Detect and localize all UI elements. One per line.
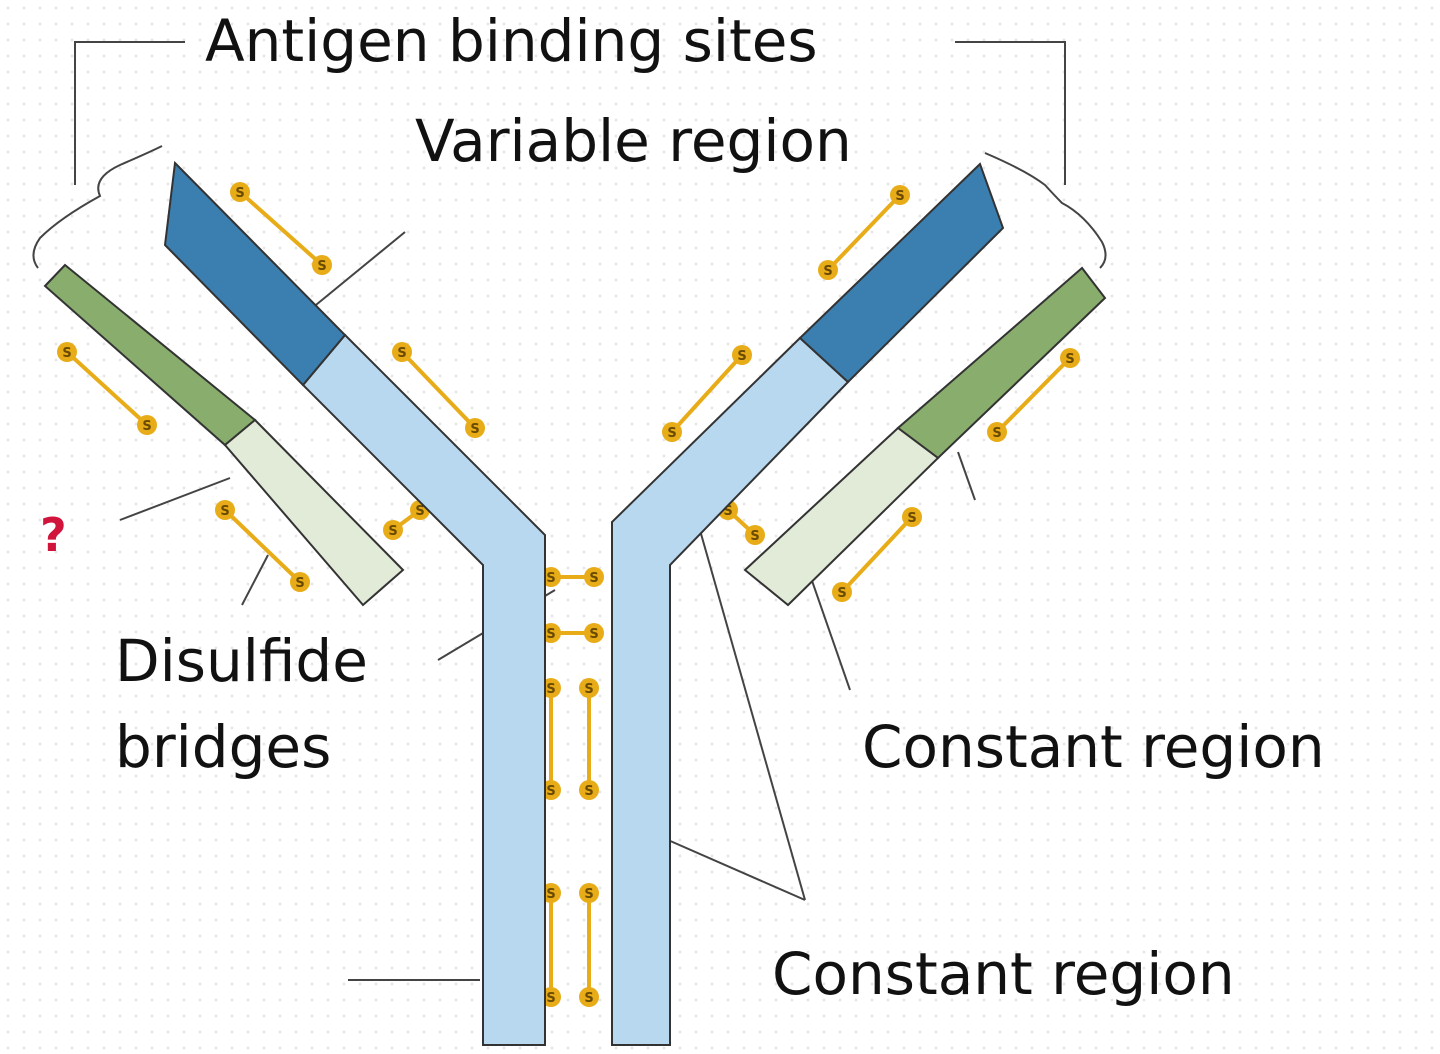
sulfur-label: S: [546, 991, 555, 1006]
variable-region-leader: [299, 231, 406, 319]
sulfur-label: S: [546, 887, 555, 902]
sulfur-label: S: [546, 784, 555, 799]
light-chain-right-constant: [743, 426, 940, 607]
disulfide-bridges-label-line1: Disulfide: [115, 627, 368, 695]
heavy-chain-right-constant: [611, 336, 850, 1046]
sulfur-atom: [732, 345, 752, 365]
sulfur-label: S: [584, 887, 593, 902]
sulfur-atom: [987, 422, 1007, 442]
antigen-binding-sites-label: Antigen binding sites: [205, 7, 818, 75]
disulfide-leader-1: [241, 554, 269, 606]
disulfide-bond-line: [670, 353, 744, 434]
sulfur-label: S: [142, 419, 151, 434]
sulfur-atom: [745, 525, 765, 545]
constant-light-leader-right-2: [809, 574, 851, 691]
sulfur-atom: [662, 422, 682, 442]
sulfur-label: S: [546, 682, 555, 697]
variable-region-label: Variable region: [415, 107, 852, 175]
unknown-region-leader: [119, 477, 231, 521]
sulfur-label: S: [837, 586, 846, 601]
sulfur-atom: [392, 342, 412, 362]
sulfur-atom: [584, 623, 604, 643]
sulfur-atom: [902, 507, 922, 527]
sulfur-label: S: [546, 627, 555, 642]
sulfur-label: S: [667, 426, 676, 441]
sulfur-label: S: [907, 511, 916, 526]
light-chain-left-constant: [223, 418, 405, 607]
sulfur-atom: [579, 780, 599, 800]
sulfur-label: S: [723, 504, 732, 519]
disulfide-bond-line: [826, 193, 902, 272]
disulfide-bond-line: [238, 190, 324, 267]
sulfur-atom: [312, 255, 332, 275]
constant-heavy-leader-2: [667, 839, 806, 901]
sulfur-atom: [818, 260, 838, 280]
disulfide-bond-line: [995, 356, 1072, 434]
sulfur-atom: [832, 582, 852, 602]
sulfur-atom: [290, 572, 310, 592]
sulfur-atom: [579, 987, 599, 1007]
disulfide-bond-line: [223, 508, 302, 584]
sulfur-label: S: [589, 627, 598, 642]
sulfur-label: S: [584, 991, 593, 1006]
sulfur-label: S: [584, 682, 593, 697]
sulfur-atom: [230, 182, 250, 202]
sulfur-atom: [215, 500, 235, 520]
constant-light-leader-right-1: [957, 451, 976, 501]
sulfur-label: S: [992, 426, 1001, 441]
heavy-chain-right-variable: [798, 162, 1005, 384]
disulfide-bridges-label-line2: bridges: [115, 713, 332, 781]
disulfide-bonds: S S S S S S S S S S S S S S S S S S S S S S S S S S S S S S S S: [57, 182, 1080, 1007]
sulfur-label: S: [589, 571, 598, 586]
antibody-chains: [43, 160, 1107, 1046]
sulfur-label: S: [317, 259, 326, 274]
sulfur-atom: [383, 520, 403, 540]
sulfur-label: S: [1065, 352, 1074, 367]
constant-region-light-label: Constant region: [862, 713, 1325, 781]
sulfur-atom: [579, 678, 599, 698]
disulfide-bond-line: [400, 350, 477, 430]
sulfur-label: S: [415, 504, 424, 519]
sulfur-label: S: [220, 504, 229, 519]
constant-region-heavy-label: Constant region: [772, 940, 1235, 1008]
disulfide-bond-line: [65, 350, 149, 427]
sulfur-atom: [57, 342, 77, 362]
sulfur-label: S: [470, 422, 479, 437]
sulfur-label: S: [295, 576, 304, 591]
sulfur-label: S: [895, 189, 904, 204]
sulfur-atom: [579, 883, 599, 903]
sulfur-label: S: [388, 524, 397, 539]
sulfur-label: S: [737, 349, 746, 364]
sulfur-label: S: [750, 529, 759, 544]
constant-heavy-leader-1: [689, 494, 806, 901]
heavy-chain-left-variable: [163, 160, 347, 387]
disulfide-bond-line: [840, 515, 914, 594]
sulfur-atom: [890, 185, 910, 205]
sulfur-label: S: [62, 346, 71, 361]
antigen-site-leader-left: [74, 41, 185, 185]
unknown-region-marker: ?: [40, 508, 67, 562]
sulfur-label: S: [397, 346, 406, 361]
antigen-site-brace-left: [32, 145, 163, 269]
sulfur-label: S: [546, 571, 555, 586]
sulfur-label: S: [584, 784, 593, 799]
sulfur-atom: [137, 415, 157, 435]
sulfur-atom: [465, 418, 485, 438]
antigen-site-brace-right: [984, 152, 1107, 269]
sulfur-label: S: [823, 264, 832, 279]
sulfur-label: S: [235, 186, 244, 201]
leader-lines: [32, 41, 1107, 981]
antigen-site-leader-right: [955, 41, 1066, 185]
sulfur-atom: [584, 567, 604, 587]
sulfur-atom: [1060, 348, 1080, 368]
